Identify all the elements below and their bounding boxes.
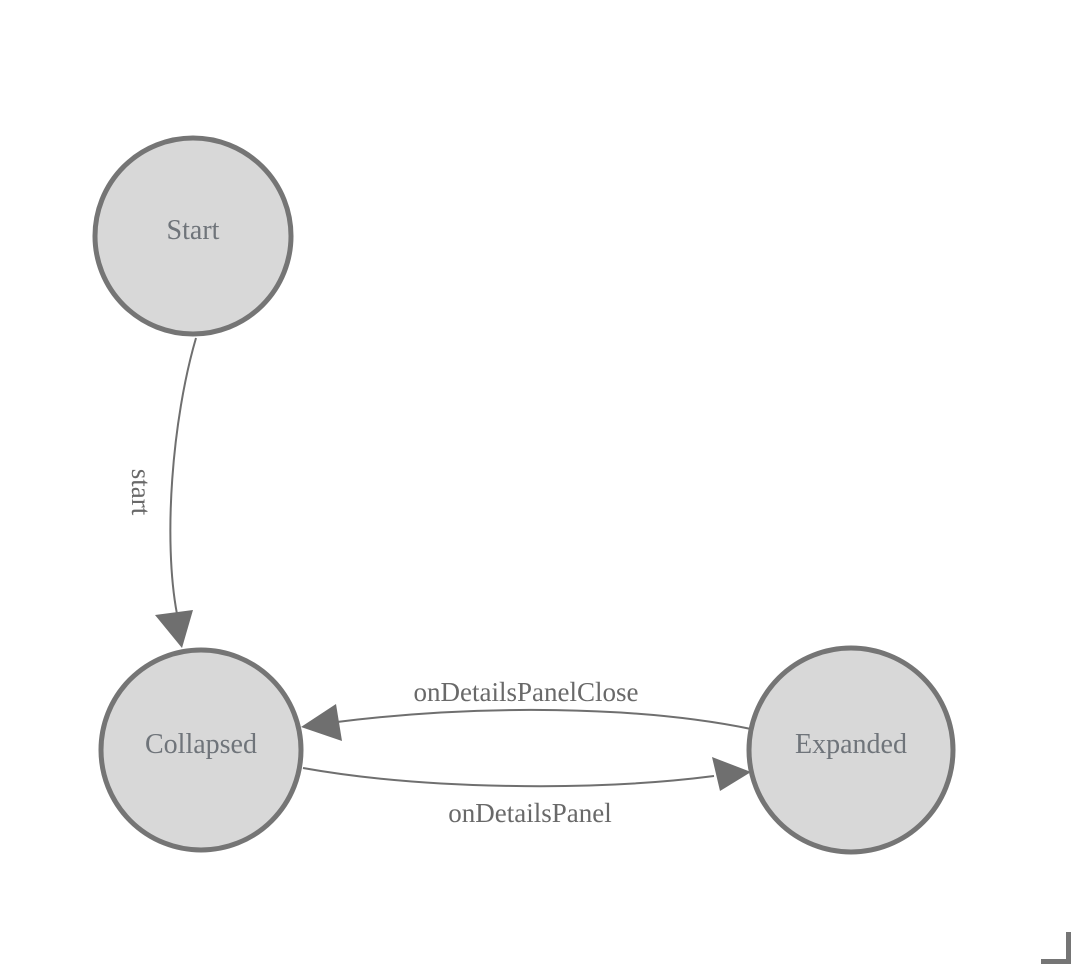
state-circle-collapsed[interactable] <box>98 647 304 853</box>
state-label-start: Start <box>167 215 220 246</box>
arrowhead-icon <box>712 757 751 791</box>
state-node-start: Start <box>92 135 294 337</box>
paper-border-corner <box>1041 932 1071 964</box>
edge-start-to-collapsed: start <box>126 337 197 648</box>
paper-border-bottom-edge <box>1041 959 1071 964</box>
edge-line[interactable] <box>336 708 752 730</box>
edge-label-ondetailspanel: onDetailsPanel <box>448 798 611 828</box>
state-circle-start[interactable] <box>92 135 294 337</box>
edge-line[interactable] <box>302 767 715 788</box>
state-node-collapsed: Collapsed <box>98 647 304 853</box>
paper-border-right-edge <box>1066 932 1071 964</box>
edge-line[interactable] <box>169 337 197 615</box>
arrowhead-icon <box>155 610 193 648</box>
arrowhead-icon <box>301 704 342 741</box>
edge-expanded-to-collapsed: onDetailsPanelClose <box>301 677 752 741</box>
state-label-expanded: Expanded <box>795 729 907 760</box>
state-circle-expanded[interactable] <box>746 645 956 855</box>
state-label-collapsed: Collapsed <box>145 729 257 760</box>
edge-label-ondetailspanelclose: onDetailsPanelClose <box>414 677 639 707</box>
state-node-expanded: Expanded <box>746 645 956 855</box>
edge-collapsed-to-expanded: onDetailsPanel <box>302 757 751 828</box>
edge-label-start: start <box>126 469 156 516</box>
